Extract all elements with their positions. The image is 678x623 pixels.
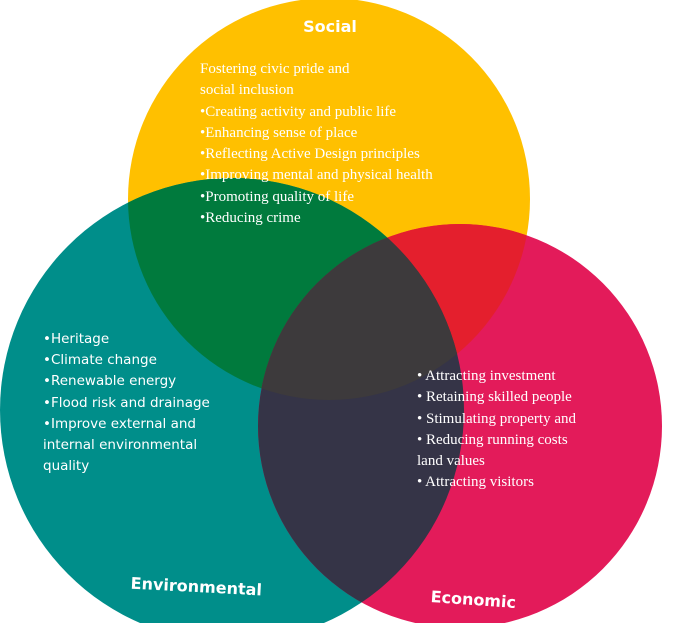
list-item: • Stimulating property and — [417, 410, 576, 427]
list-item: •Reflecting Active Design principles — [200, 146, 420, 163]
list-item: • Attracting investment — [417, 368, 556, 384]
list-item: •Climate change — [43, 352, 157, 369]
list-item: •Enhancing sense of place — [200, 124, 358, 141]
list-item: •Reducing crime — [200, 210, 301, 227]
economic-list: • Attracting investment • Retaining skil… — [417, 366, 576, 494]
center-overlap — [258, 224, 464, 400]
social-list: Fostering civic pride and social inclusi… — [200, 59, 433, 229]
list-item: internal environmental — [43, 437, 198, 454]
list-item: •Improving mental and physical health — [200, 167, 433, 184]
list-item: •Heritage — [43, 331, 110, 347]
list-item: •Creating activity and public life — [200, 103, 397, 120]
list-item: • Reducing running costs — [417, 431, 568, 448]
list-item: Fostering civic pride and — [200, 61, 350, 77]
environmental-list: •Heritage •Climate change •Renewable ene… — [43, 329, 210, 477]
list-item: quality — [43, 458, 90, 475]
list-item: •Renewable energy — [43, 373, 177, 390]
list-item: •Flood risk and drainage — [43, 394, 210, 411]
list-item: • Retaining skilled people — [417, 389, 572, 406]
list-item: land values — [417, 453, 485, 470]
list-item: •Promoting quality of life — [200, 188, 354, 205]
list-item: •Improve external and — [43, 415, 197, 432]
list-item: • Attracting visitors — [417, 474, 534, 491]
social-title: Social — [303, 17, 357, 36]
list-item: social inclusion — [200, 82, 294, 99]
